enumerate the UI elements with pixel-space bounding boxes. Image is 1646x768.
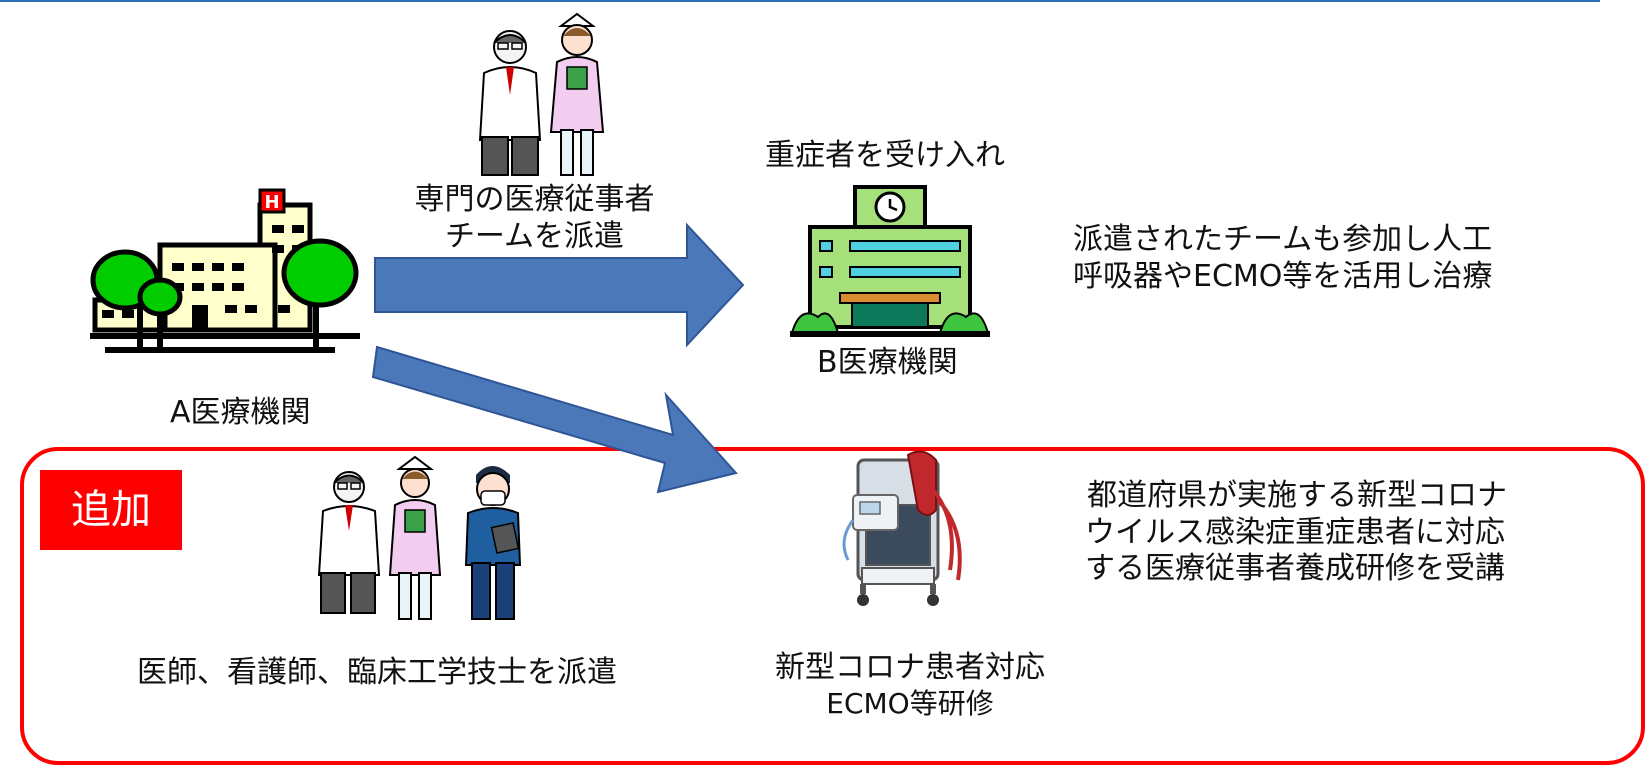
treatment-note-line2: 呼吸器やECMO等を活用し治療 (1073, 258, 1493, 294)
top-rule (0, 0, 1600, 2)
hospital-b-label: B医療機関 (817, 345, 958, 380)
training-line2: ECMO等研修 (826, 686, 994, 720)
nurse-icon (549, 12, 605, 176)
hospital-b-caption: 重症者を受け入れ (765, 138, 1005, 173)
hospital-a-icon: H (90, 188, 360, 353)
team-upper-line1: 専門の医療従事者 (414, 182, 655, 217)
training-note-line3: する医療従事者養成研修を受講 (1085, 551, 1505, 587)
doctor-icon (317, 471, 381, 614)
team-upper-label: 専門の医療従事者 チームを派遣 (397, 182, 672, 255)
addition-highlight-box (20, 447, 1645, 765)
svg-text:H: H (264, 192, 279, 213)
arrow-diagonal-icon (371, 345, 738, 494)
doctor-icon (478, 30, 542, 176)
team-upper-line2: チームを派遣 (444, 218, 625, 254)
training-note-line1: 都道府県が実施する新型コロナ (1087, 478, 1507, 513)
lower-team-label: 医師、看護師、臨床工学技士を派遣 (137, 655, 617, 690)
ecmo-machine-icon (842, 450, 962, 606)
hospital-a-label: A医療機関 (170, 395, 311, 430)
training-note-line2: ウイルス感染症重症患者に対応 (1085, 514, 1505, 550)
training-label: 新型コロナ患者対応 ECMO等研修 (760, 650, 1060, 721)
hospital-b-icon (790, 185, 990, 337)
addition-badge: 追加 (40, 470, 182, 550)
training-note: 都道府県が実施する新型コロナ ウイルス感染症重症患者に対応 する医療従事者養成研… (1085, 478, 1507, 588)
treatment-note-line1: 派遣されたチームも参加し人工 (1073, 222, 1493, 257)
treatment-note: 派遣されたチームも参加し人工 呼吸器やECMO等を活用し治療 (1073, 222, 1492, 295)
nurse-icon (388, 455, 442, 620)
training-line1: 新型コロナ患者対応 (775, 650, 1045, 685)
arrow-right-icon (374, 222, 745, 348)
clinical-engineer-icon (464, 466, 522, 620)
